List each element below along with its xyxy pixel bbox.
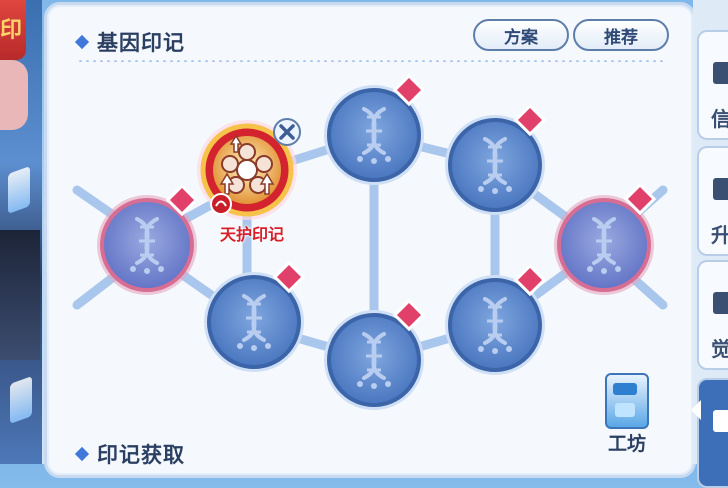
left-character-strip: 印 [0, 0, 42, 464]
tab-info[interactable]: 信 [697, 30, 728, 140]
imprint-slot[interactable] [97, 183, 199, 295]
dotted-divider [77, 60, 667, 62]
red-tag-glyph: 印 [0, 18, 23, 43]
section-header: 基因印记 [74, 27, 185, 57]
slot-gem-icon [392, 73, 426, 107]
upgrade-icon [713, 178, 728, 200]
plan-button[interactable]: 方案 [473, 19, 569, 51]
gene-icon [713, 410, 728, 432]
imprint-slot[interactable] [324, 298, 426, 410]
recommend-button[interactable]: 推荐 [573, 19, 669, 51]
imprint-slot[interactable] [445, 263, 547, 375]
active-arrow-icon [691, 400, 701, 420]
equipped-imprint-name: 天护印记 [219, 225, 284, 244]
acquire-title: 印记获取 [97, 443, 185, 467]
bullet-diamond-icon [74, 446, 90, 462]
slot-gem-icon [513, 103, 547, 137]
slot-gem-icon [272, 260, 306, 294]
tab-info-label: 信 [711, 107, 728, 131]
imprint-slot[interactable] [324, 73, 426, 185]
wing-badge-icon [210, 193, 232, 215]
up-arrow-icon [259, 172, 275, 195]
info-icon [713, 62, 728, 84]
imprint-slot[interactable] [204, 260, 306, 372]
imprint-slot[interactable] [554, 182, 657, 295]
red-tag: 印 [0, 0, 26, 60]
pink-ribbon [0, 60, 28, 130]
acquire-header: 印记获取 [74, 439, 185, 469]
tab-awaken[interactable]: 觉 [697, 260, 728, 370]
crystal-decoration [10, 375, 32, 425]
tab-awaken-label: 觉 [711, 337, 728, 361]
slot-gem-icon [392, 298, 426, 332]
slot-gem-icon [165, 183, 199, 217]
section-title: 基因印记 [97, 31, 185, 55]
up-arrow-icon [219, 172, 235, 195]
up-arrow-icon [229, 134, 243, 153]
workshop-label: 工坊 [607, 433, 646, 455]
slot-gem-icon [513, 263, 547, 297]
workshop-machine-icon [605, 373, 649, 429]
tab-upgrade[interactable]: 升 [697, 146, 728, 256]
awaken-icon [713, 292, 728, 314]
tab-gene[interactable] [691, 378, 728, 488]
tab-upgrade-label: 升 [711, 223, 728, 247]
slot-gem-icon [623, 182, 657, 216]
remove-close-icon[interactable] [273, 118, 301, 146]
gene-imprint-panel: 基因印记 方案 推荐 [44, 2, 696, 478]
equipped-imprint-slot[interactable] [197, 118, 301, 220]
crystal-decoration [8, 165, 30, 215]
workshop-button[interactable]: 工坊 [597, 373, 657, 455]
right-side-tabs: 信 升 觉 [691, 0, 728, 488]
imprint-board [72, 73, 668, 410]
imprint-slot[interactable] [445, 103, 547, 215]
character-shadow [0, 230, 40, 360]
